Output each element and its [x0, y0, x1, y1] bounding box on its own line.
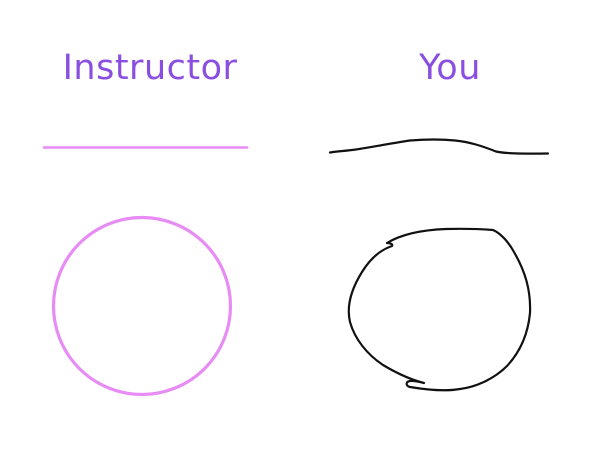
instructor-line-tip [240, 146, 250, 149]
user-freehand-line [328, 138, 550, 155]
you-heading: You [419, 48, 481, 88]
instructor-heading: Instructor [62, 48, 238, 88]
user-freehand-circle [347, 227, 532, 392]
instructor-circle [51, 215, 233, 397]
